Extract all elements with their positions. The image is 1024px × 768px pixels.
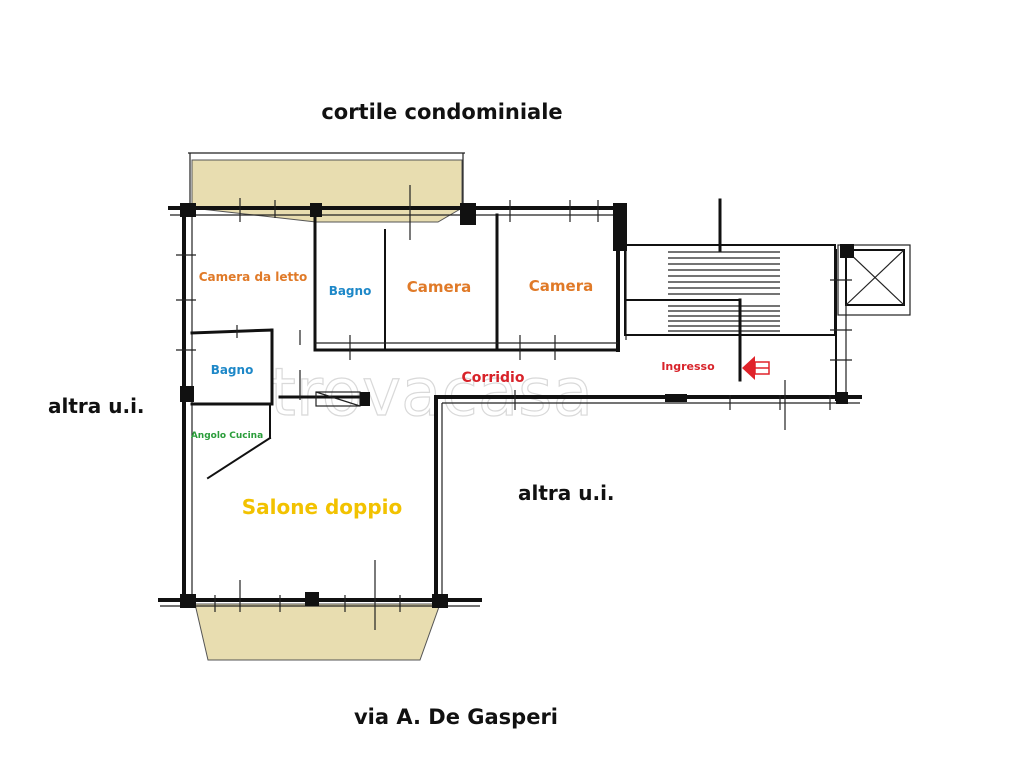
room-camera-da-letto: Camera da letto: [199, 270, 308, 284]
room-camera-2: Camera: [529, 277, 593, 295]
room-bagno-top: Bagno: [329, 284, 372, 298]
room-camera-1: Camera: [407, 278, 471, 296]
label-street: via A. De Gasperi: [354, 705, 558, 729]
interior-walls: [190, 206, 620, 480]
entry-arrow: [742, 356, 770, 380]
room-ingresso: Ingresso: [661, 360, 715, 373]
window-marks: [176, 185, 852, 630]
room-angolo-cucina: Angolo Cucina: [191, 431, 263, 441]
staircase: [624, 198, 911, 401]
room-corridio: Corridio: [462, 370, 525, 386]
room-bagno-left: Bagno: [211, 363, 254, 377]
room-salone-doppio: Salone doppio: [242, 495, 403, 519]
label-left-unit: altra u.i.: [48, 394, 145, 418]
label-cortile: cortile condominiale: [321, 100, 562, 124]
bottom-balcony: [194, 603, 441, 661]
pillars: [180, 203, 854, 608]
label-right-unit: altra u.i.: [518, 481, 615, 505]
top-balcony: [191, 159, 463, 223]
exterior-walls: [158, 206, 862, 607]
